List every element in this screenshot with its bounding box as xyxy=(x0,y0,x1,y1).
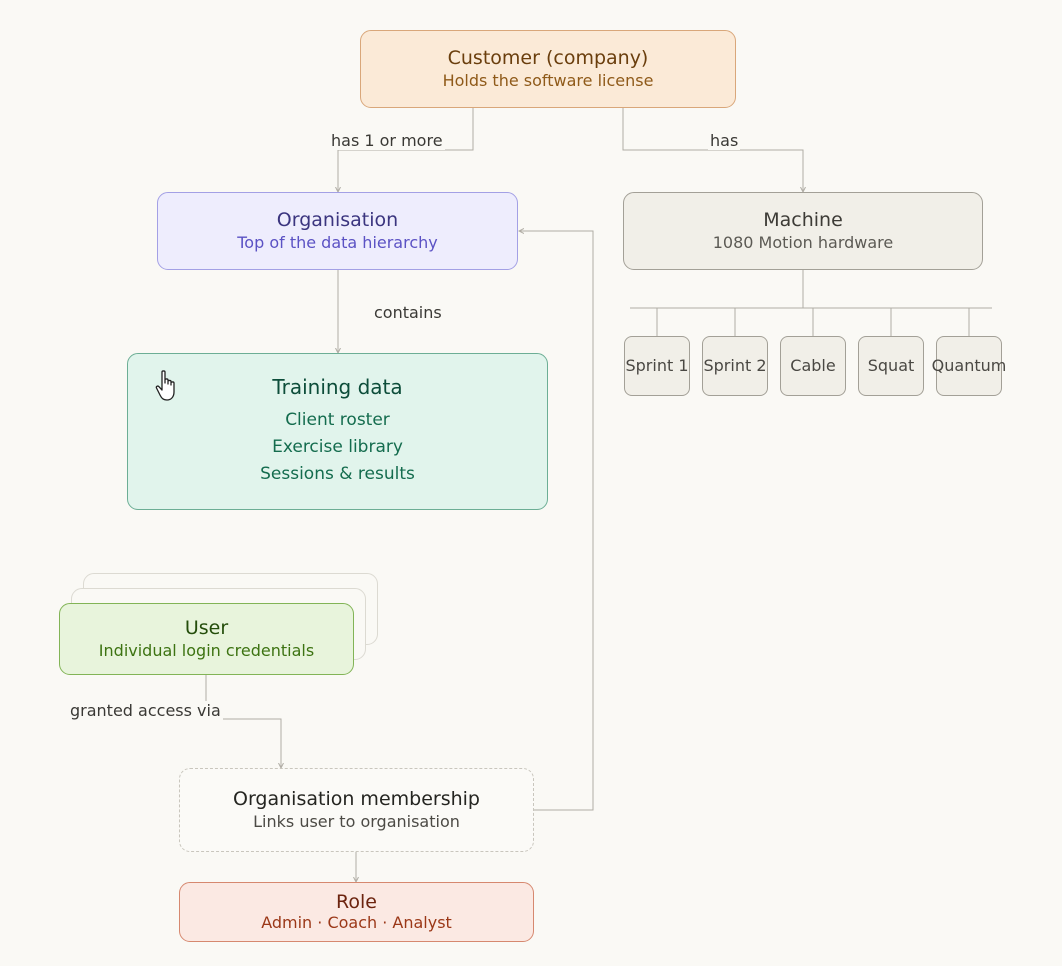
user-node[interactable]: User Individual login credentials xyxy=(59,603,354,675)
user-subtitle: Individual login credentials xyxy=(98,641,315,660)
role-subtitle: Admin · Coach · Analyst xyxy=(261,913,452,932)
machine-variant-sprint-1[interactable]: Sprint 1 xyxy=(624,336,690,396)
role-title: Role xyxy=(336,891,377,913)
machine-variant-squat[interactable]: Squat xyxy=(858,336,924,396)
edge-user-membership xyxy=(205,675,281,768)
edge-label-granted-access: granted access via xyxy=(68,701,223,720)
membership-title: Organisation membership xyxy=(233,788,480,810)
training-item-sessions-results: Sessions & results xyxy=(260,464,415,484)
role-node[interactable]: Role Admin · Coach · Analyst xyxy=(179,882,534,942)
machine-subtitle: 1080 Motion hardware xyxy=(712,233,894,252)
machine-variant-cable[interactable]: Cable xyxy=(780,336,846,396)
hand-cursor-icon xyxy=(155,370,175,401)
machine-title: Machine xyxy=(763,209,843,231)
training-data-node[interactable]: Training data Client roster Exercise lib… xyxy=(127,353,548,510)
edge-membership-organisation xyxy=(519,231,594,811)
edge-label-has-one-or-more: has 1 or more xyxy=(329,131,445,150)
customer-node[interactable]: Customer (company) Holds the software li… xyxy=(360,30,736,108)
organisation-title: Organisation xyxy=(276,209,399,231)
machine-node[interactable]: Machine 1080 Motion hardware xyxy=(623,192,983,270)
organisation-subtitle: Top of the data hierarchy xyxy=(237,233,438,252)
user-title: User xyxy=(184,617,229,639)
edge-customer-organisation xyxy=(338,108,474,192)
machine-variant-sprint-2[interactable]: Sprint 2 xyxy=(702,336,768,396)
organisation-membership-node[interactable]: Organisation membership Links user to or… xyxy=(179,768,534,852)
edge-label-has: has xyxy=(708,131,741,150)
training-item-exercise-library: Exercise library xyxy=(272,437,403,457)
edge-customer-machine xyxy=(622,108,803,192)
machine-variant-quantum[interactable]: Quantum xyxy=(932,336,1006,396)
organisation-node[interactable]: Organisation Top of the data hierarchy xyxy=(157,192,518,270)
edge-label-contains: contains xyxy=(372,303,444,322)
customer-subtitle: Holds the software license xyxy=(442,71,654,90)
membership-subtitle: Links user to organisation xyxy=(253,812,460,831)
training-item-client-roster: Client roster xyxy=(285,410,390,430)
training-data-title: Training data xyxy=(272,375,403,399)
customer-title: Customer (company) xyxy=(447,47,649,69)
